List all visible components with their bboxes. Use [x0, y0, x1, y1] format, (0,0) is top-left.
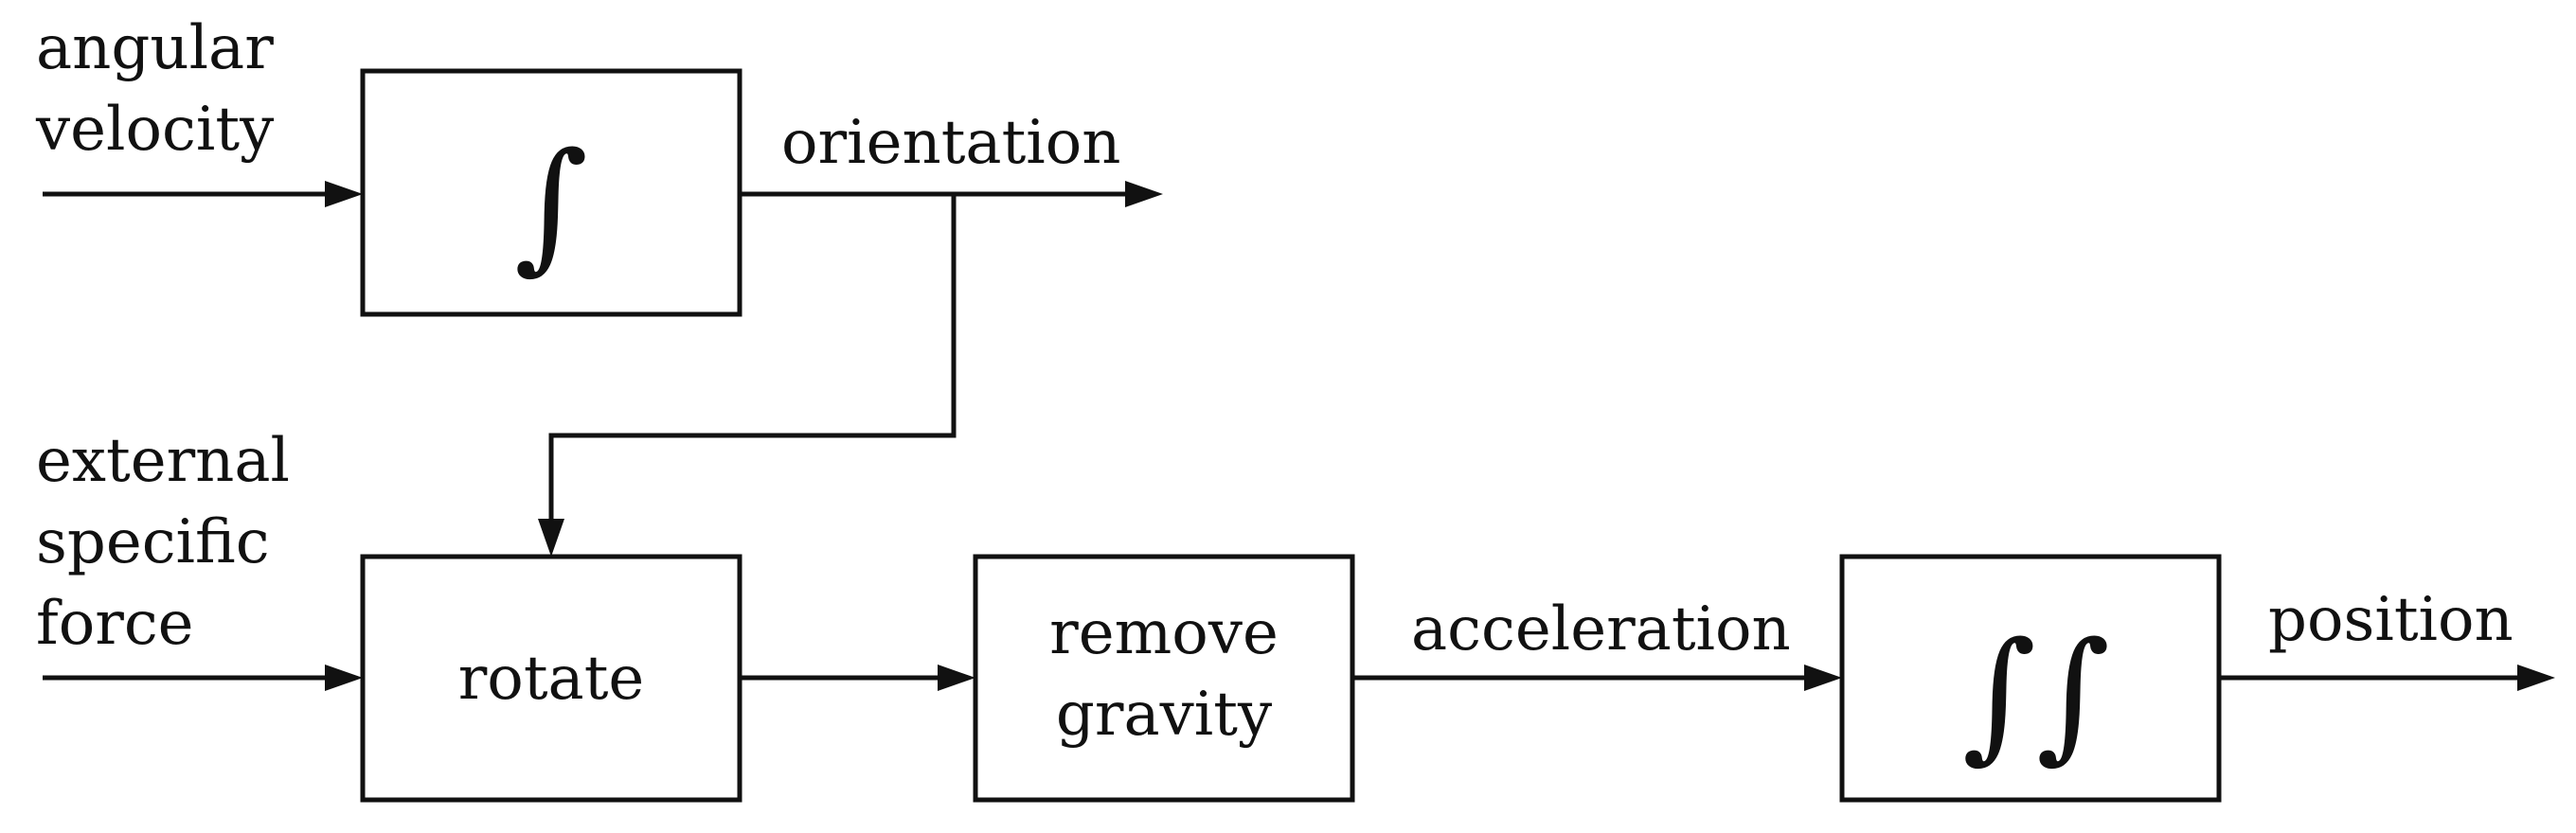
label-angular: angular [36, 13, 274, 83]
wire-orientation-branch [548, 194, 957, 521]
label-orientation: orientation [781, 108, 1121, 178]
arrow-into-integrator [325, 181, 363, 207]
label-external: external [36, 426, 290, 496]
remove-label: remove [1049, 598, 1279, 668]
arrow-position-out [2517, 665, 2555, 691]
rotate-label: rotate [458, 644, 645, 714]
arrow-into-remove-gravity [938, 665, 975, 691]
arrow-force-into-rotate [325, 665, 363, 691]
label-force: force [36, 589, 194, 659]
integral-symbol: ∫ [514, 123, 588, 288]
double-integral-symbol: ∫∫ [1962, 612, 2110, 777]
label-specific: specific [36, 507, 270, 577]
label-acceleration: acceleration [1411, 594, 1791, 665]
arrow-orientation-out [1125, 181, 1163, 207]
remove-gravity-block [973, 554, 1355, 803]
arrow-into-double-integrator [1804, 665, 1842, 691]
arrow-into-rotate [538, 519, 564, 557]
label-velocity: velocity [35, 95, 274, 165]
gravity-label: gravity [1056, 680, 1272, 750]
label-position: position [2268, 585, 2513, 655]
